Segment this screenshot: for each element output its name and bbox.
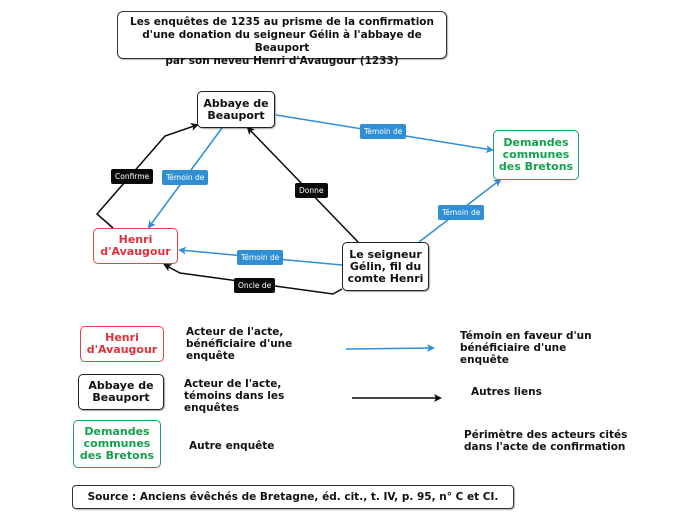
legend-perimeter-desc: Périmètre des acteurs cités dans l'acte … — [464, 429, 627, 453]
legend-blue-desc-2: bénéficiaire d'une — [460, 342, 567, 354]
node-henri-line-1: Henri — [118, 233, 153, 246]
legend-abbaye-desc-3: enquêtes — [184, 402, 240, 414]
legend-henri-line-1: Henri — [105, 331, 139, 344]
legend-henri-desc: Acteur de l'acte, bénéficiaire d'une enq… — [186, 326, 292, 362]
legend-demandes-line-1: Demandes — [84, 425, 150, 438]
edge-label-oncle: Oncle de — [234, 278, 276, 293]
legend-demandes-desc: Autre enquête — [189, 440, 275, 452]
legend-demandes-line-2: communes — [83, 437, 151, 450]
legend-henri-line-2: d'Avaugour — [86, 343, 158, 356]
node-demandes-line-3: des Bretons — [498, 160, 574, 173]
legend-henri-desc-2: bénéficiaire d'une — [186, 338, 293, 350]
legend-blue-arrow — [345, 344, 435, 353]
legend-perimeter-desc-2: dans l'acte de confirmation — [464, 441, 626, 453]
legend-blue-desc-3: enquête — [460, 354, 509, 366]
node-demandes-line-2: communes — [502, 148, 570, 161]
legend-henri-desc-3: enquête — [186, 350, 235, 362]
node-abbaye-line-1: Abbaye de — [203, 96, 269, 110]
legend-abbaye-line-2: Beauport — [92, 391, 150, 404]
node-gelin-line-1: Le seigneur — [349, 247, 422, 261]
legend-abbaye-desc: Acteur de l'acte, témoins dans les enquê… — [184, 378, 284, 414]
title-line-1: Les enquêtes de 1235 au prisme de la con… — [130, 16, 434, 28]
edge-label-abbaye-demandes: Témoin de — [360, 124, 407, 139]
diagram-title: Les enquêtes de 1235 au prisme de la con… — [117, 11, 447, 67]
legend-perimeter-desc-1: Périmètre des acteurs cités — [464, 429, 628, 441]
source-citation: Source : Anciens évêchés de Bretagne, éd… — [72, 485, 514, 509]
node-gelin-line-3: comte Henri — [347, 271, 424, 285]
edge-label-confirme: Confirme — [111, 169, 154, 184]
legend-blue-desc-1: Témoin en faveur d'un — [460, 330, 592, 342]
legend-henri-desc-1: Acteur de l'acte, — [186, 326, 284, 338]
edge-label-donne: Donne — [295, 183, 328, 198]
edge-label-abbaye-henri: Témoin de — [162, 170, 209, 185]
legend-abbaye-desc-1: Acteur de l'acte, — [184, 378, 282, 390]
legend-abbaye-line-1: Abbaye de — [88, 379, 154, 392]
edge-label-gelin-demandes: Témoin de — [438, 205, 485, 220]
node-abbaye-line-2: Beauport — [207, 108, 265, 122]
node-gelin-line-2: Gélin, fil du — [349, 259, 422, 273]
legend-black-arrow-desc: Autres liens — [471, 386, 542, 398]
node-henri-line-2: d'Avaugour — [100, 245, 171, 258]
title-line-2: d'une donation du seigneur Gélin à l'abb… — [142, 29, 422, 54]
title-line-3: par son neveu Henri d'Avaugour (1233) — [165, 55, 399, 67]
legend-blue-arrow-desc: Témoin en faveur d'un bénéficiaire d'une… — [460, 330, 592, 366]
edge-label-gelin-henri-temoin: Témoin de — [237, 250, 284, 265]
node-demandes-line-1: Demandes — [503, 136, 569, 149]
legend-abbaye-desc-2: témoins dans les — [184, 390, 285, 402]
legend-demandes-line-3: des Bretons — [79, 449, 155, 462]
